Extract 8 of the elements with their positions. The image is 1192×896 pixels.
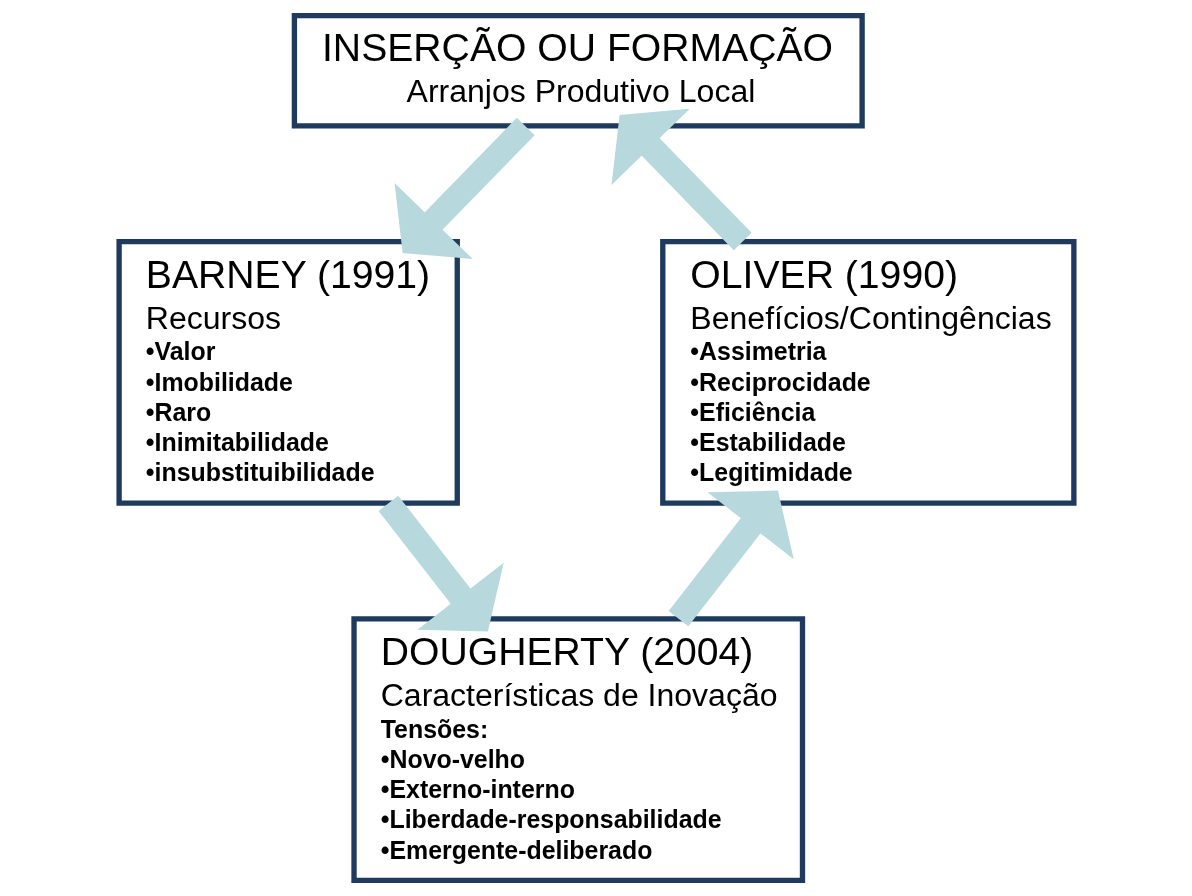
node-box: INSERÇÃO OU FORMAÇÃO Arranjos Produtivo Local [291,12,865,129]
node-box: DOUGHERTY (2004) Características de Inovação Tensões: •Novo-velho •Externo-interno •Liberdade-responsabilidade •Emergente-deliberado [350,616,805,884]
node-box: OLIVER (1990) Benefícios/Contingências •Assimetria •Reciprocidade •Eficiência •Estabilidade •Legitimidade [659,238,1077,506]
arrow [394,117,535,260]
arrow [668,490,794,627]
arrow [378,495,504,632]
arrow [611,108,752,251]
node-box: BARNEY (1991) Recursos •Valor •Imobilidade •Raro •Inimitabilidade •insubstituibilidade [115,238,460,506]
